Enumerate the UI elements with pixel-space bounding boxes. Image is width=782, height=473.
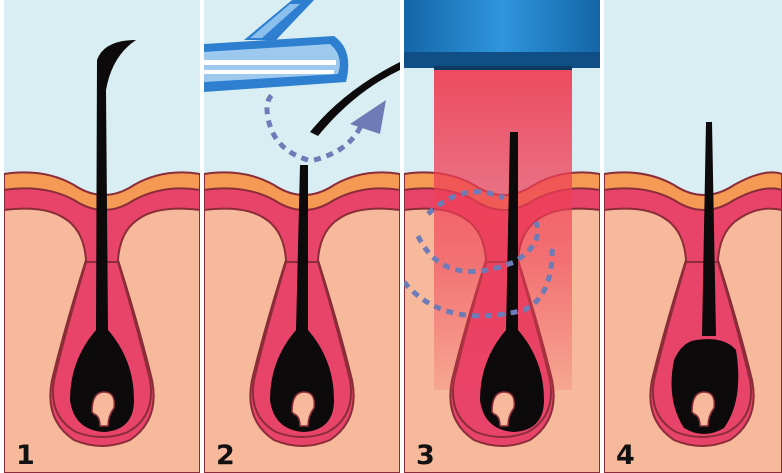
step-number: 4 xyxy=(616,442,635,469)
panel-intact-hair: 1 xyxy=(4,0,200,473)
step-number: 2 xyxy=(216,442,235,469)
step-number: 1 xyxy=(16,442,35,469)
panel-damaged-follicle: 4 xyxy=(604,0,782,473)
panel-shaving: 2 xyxy=(204,0,400,473)
step-number: 3 xyxy=(416,442,435,469)
laser-device-icon xyxy=(404,0,600,70)
panel-laser: 3 xyxy=(404,0,600,473)
